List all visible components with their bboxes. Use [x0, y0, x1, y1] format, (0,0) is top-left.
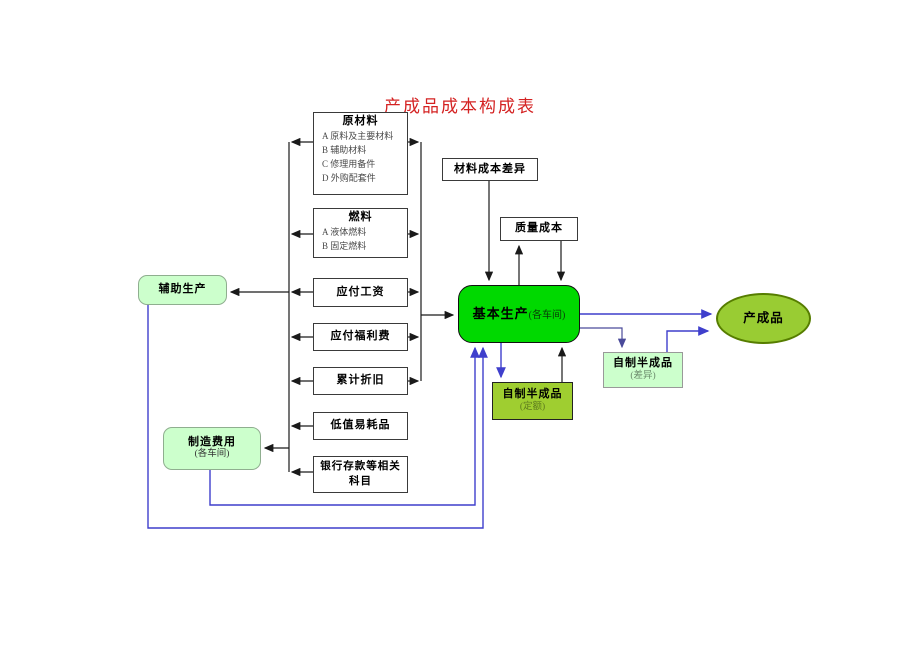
- node-welfare: 应付福利费: [313, 323, 408, 351]
- diagram-title: 产成品成本构成表: [384, 97, 536, 116]
- node-fuel-items: A 液体燃料 B 固定燃料: [322, 226, 367, 251]
- node-manufacturing-expense: 制造费用 (各车间): [163, 427, 261, 470]
- gray-connectors: [580, 327, 627, 349]
- node-auxiliary-production: 辅助生产: [138, 275, 227, 305]
- node-basic-production: 基本生产(各车间): [458, 285, 580, 343]
- node-fuel: 燃料 A 液体燃料 B 固定燃料: [313, 208, 408, 258]
- black-connectors: [229, 137, 567, 477]
- node-bank-accounts: 银行存款等相关 科目: [313, 456, 408, 493]
- node-raw-materials: 原材料 A 原料及主要材料 B 辅助材料 C 修理用备件 D 外购配套件: [313, 112, 408, 195]
- node-quality-cost: 质量成本: [500, 217, 578, 241]
- node-material-cost-variance: 材料成本差异: [442, 158, 538, 181]
- node-raw-materials-items: A 原料及主要材料 B 辅助材料 C 修理用备件 D 外购配套件: [322, 130, 394, 183]
- basic-production-title: 基本生产: [472, 305, 529, 321]
- node-finished-goods: 产成品: [716, 293, 811, 344]
- blue-connectors: [147, 305, 713, 529]
- node-semi-finished-variance: 自制半成品 (差异): [603, 352, 683, 388]
- node-raw-materials-title: 原材料: [342, 115, 379, 127]
- node-semi-finished-quota: 自制半成品 (定额): [492, 382, 573, 420]
- basic-production-subtitle: (各车间): [528, 309, 566, 321]
- node-wages: 应付工资: [313, 278, 408, 307]
- node-consumables: 低值易耗品: [313, 412, 408, 440]
- node-depreciation: 累计折旧: [313, 367, 408, 395]
- node-fuel-title: 燃料: [348, 211, 373, 223]
